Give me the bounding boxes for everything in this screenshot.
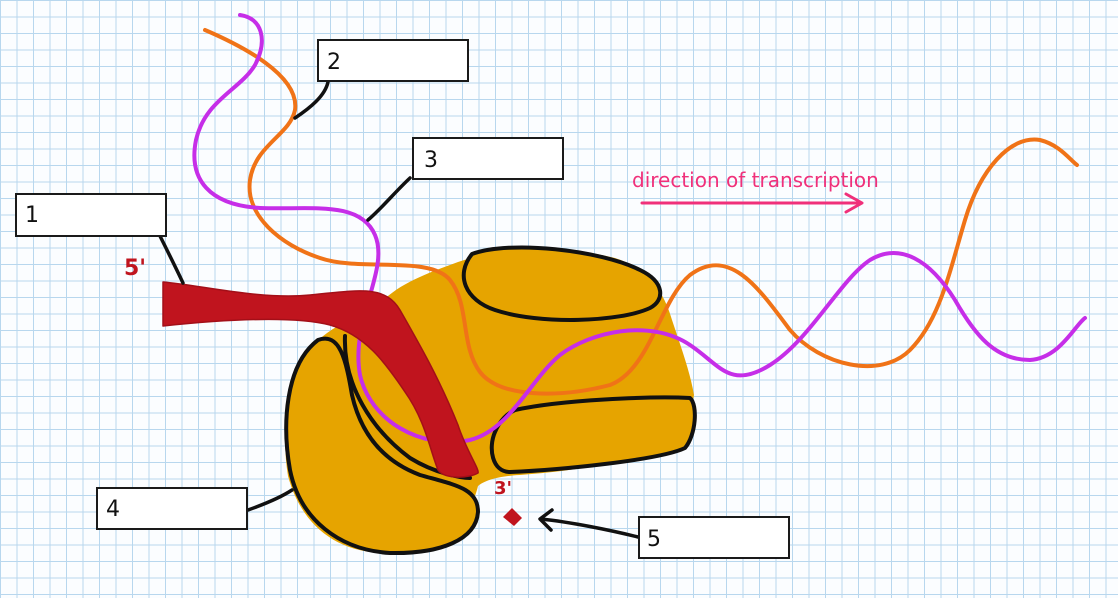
direction-of-transcription-label: direction of transcription: [632, 168, 879, 192]
leader-line-3: [366, 176, 412, 222]
label-box-5[interactable]: [638, 516, 790, 559]
label-number-5: 5: [647, 527, 661, 552]
polymerase-right-lobe: [489, 395, 697, 474]
leader-arrow-5: [539, 517, 640, 539]
template-strand: [203, 28, 1079, 396]
label-number-4: 4: [106, 497, 120, 522]
label-box-1[interactable]: [15, 193, 167, 237]
coding-strand: [192, 13, 1087, 444]
polymerase-bottom-left-lobe: [284, 336, 480, 556]
rna-3-end-mark: [503, 508, 522, 526]
arrowhead-5: [538, 508, 554, 532]
polymerase-top-lobe: [461, 245, 663, 322]
five-prime-label: 5': [124, 256, 147, 281]
label-box-3[interactable]: [412, 137, 564, 180]
three-prime-label: 3': [494, 478, 513, 499]
leader-line-1: [158, 234, 185, 285]
leader-line-4: [246, 488, 294, 512]
direction-arrowhead: [844, 192, 864, 214]
label-number-2: 2: [327, 50, 341, 75]
label-box-4[interactable]: [96, 487, 248, 530]
rna-transcript: [162, 281, 479, 478]
label-number-3: 3: [424, 148, 438, 173]
label-box-2[interactable]: [317, 39, 469, 82]
leader-line-2: [293, 80, 330, 120]
label-number-1: 1: [25, 203, 39, 228]
